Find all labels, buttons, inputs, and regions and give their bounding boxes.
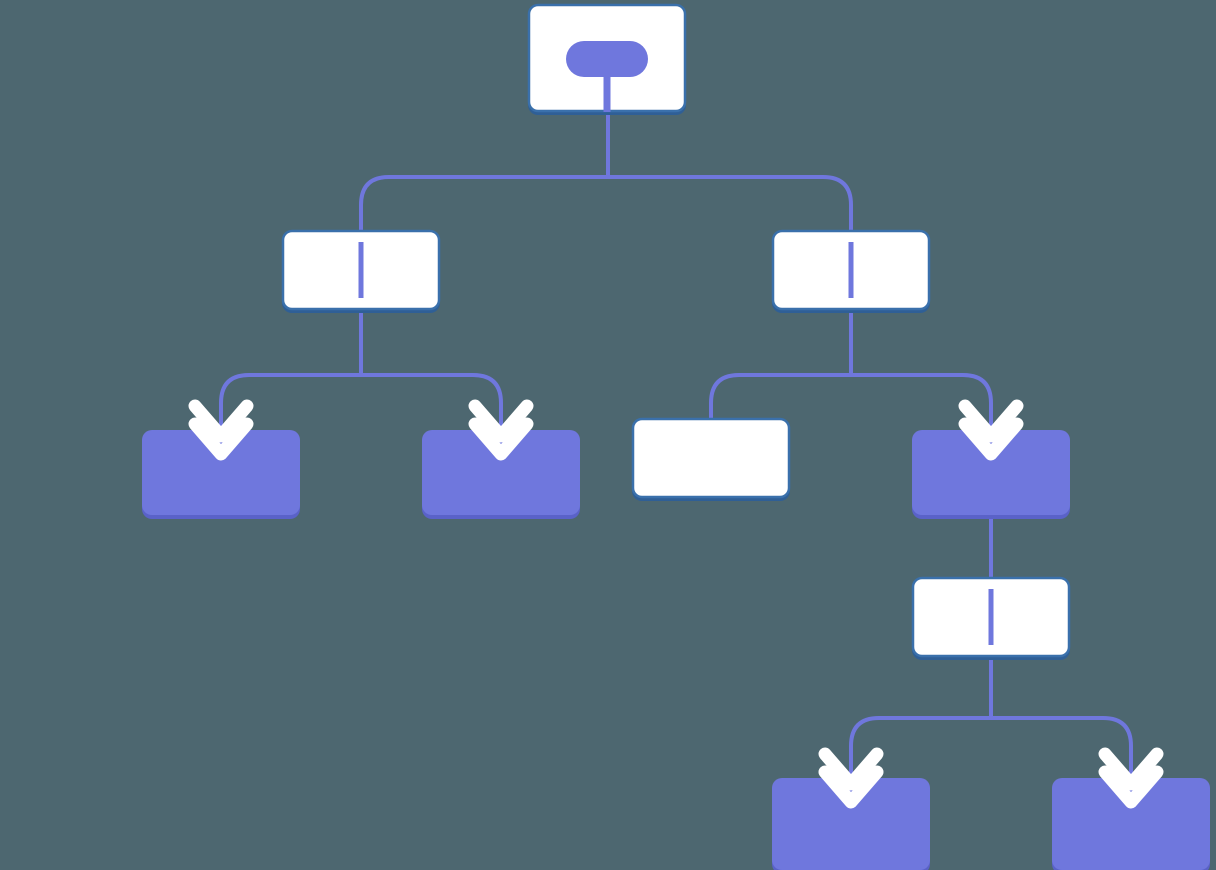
edges-layer: [219, 112, 1133, 800]
arrows-layer: [188, 399, 1164, 809]
chevron-top: [958, 399, 1024, 443]
intermediate-node-body[interactable]: [912, 430, 1070, 515]
chevron-top: [818, 747, 884, 791]
edge-right-to-blank: [709, 373, 851, 418]
branch-node-left[interactable]: [281, 229, 441, 313]
edge-root-to-right: [608, 175, 853, 230]
leaf-node-2-double-chevron-down-icon: [468, 399, 534, 461]
sub-branch-node[interactable]: [911, 576, 1071, 660]
root-node[interactable]: [527, 3, 687, 115]
edge-sub-to-leaf4: [991, 716, 1133, 800]
chevron-top: [468, 399, 534, 443]
chevron-top: [188, 399, 254, 443]
chevron-bottom: [1098, 765, 1164, 809]
chevron-bottom: [468, 417, 534, 461]
edge-root-to-left: [359, 175, 608, 230]
edge-left-to-leaf1: [219, 373, 361, 452]
leaf-node-1-body[interactable]: [142, 430, 300, 515]
leaf-node-3[interactable]: [772, 778, 930, 870]
leaf-node-3-body[interactable]: [772, 778, 930, 870]
leaf-node-4[interactable]: [1052, 778, 1210, 870]
leaf-node-1[interactable]: [142, 430, 300, 519]
leaf-node-2[interactable]: [422, 430, 580, 519]
edge-left-to-leaf2: [361, 373, 503, 452]
nodes-layer: [142, 3, 1210, 870]
root-pill-icon: [566, 41, 648, 77]
chevron-bottom: [958, 417, 1024, 461]
chevron-bottom: [818, 765, 884, 809]
branch-node-right[interactable]: [771, 229, 931, 313]
intermediate-node-double-chevron-down-icon: [958, 399, 1024, 461]
edge-sub-to-leaf3: [849, 716, 991, 800]
leaf-node-1-double-chevron-down-icon: [188, 399, 254, 461]
empty-node-body[interactable]: [631, 417, 791, 499]
leaf-node-4-body[interactable]: [1052, 778, 1210, 870]
chevron-bottom: [188, 417, 254, 461]
intermediate-node[interactable]: [912, 430, 1070, 519]
edge-right-to-mid: [851, 373, 993, 452]
chevron-top: [1098, 747, 1164, 791]
leaf-node-2-body[interactable]: [422, 430, 580, 515]
leaf-node-3-double-chevron-down-icon: [818, 747, 884, 809]
leaf-node-4-double-chevron-down-icon: [1098, 747, 1164, 809]
empty-node[interactable]: [631, 417, 791, 501]
